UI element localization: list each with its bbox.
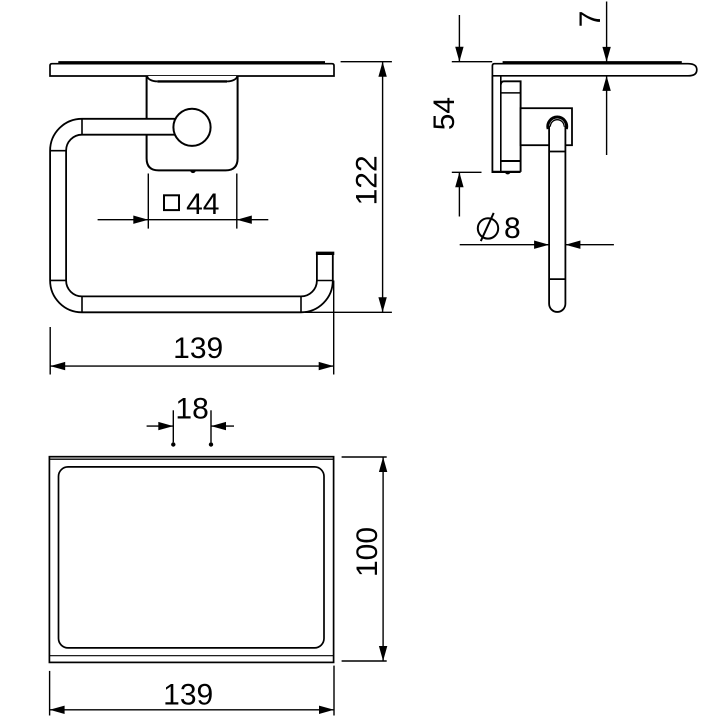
svg-text:122: 122	[351, 155, 384, 205]
svg-text:54: 54	[428, 97, 461, 130]
svg-text:44: 44	[186, 188, 219, 221]
svg-text:139: 139	[163, 679, 213, 712]
svg-text:18: 18	[175, 392, 208, 425]
svg-text:100: 100	[351, 527, 384, 577]
svg-text:7: 7	[574, 11, 607, 28]
svg-text:139: 139	[173, 332, 223, 365]
svg-text:8: 8	[504, 212, 521, 245]
